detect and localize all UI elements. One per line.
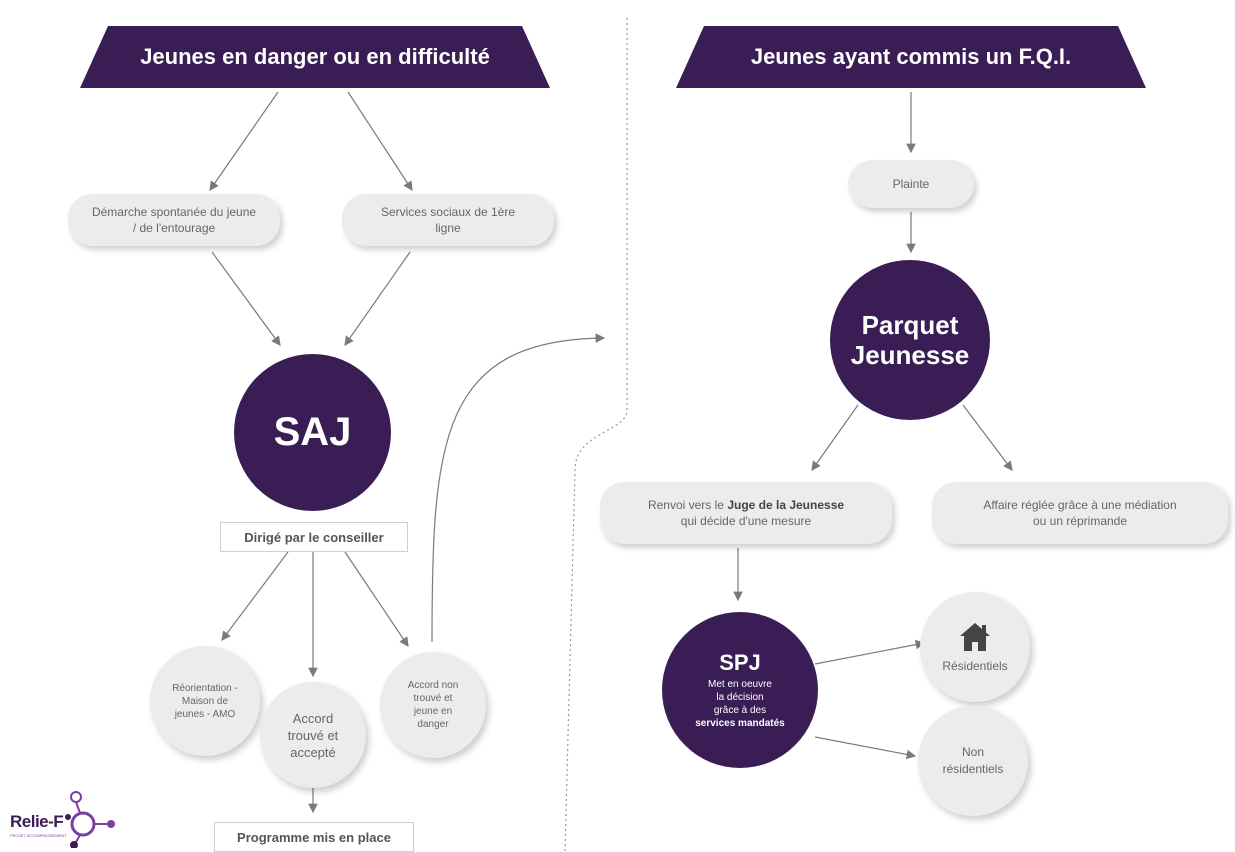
residentiels-circle: Résidentiels	[920, 592, 1030, 702]
right-title-banner: Jeunes ayant commis un F.Q.I.	[676, 26, 1146, 88]
spj-title: SPJ	[719, 650, 761, 675]
accord-non-circle: Accord non trouvé et jeune en danger	[380, 652, 486, 758]
plainte-text: Plainte	[892, 177, 930, 191]
arrow-services-to-saj	[344, 251, 411, 346]
arrow-spj-to-non-residentiels	[814, 736, 917, 760]
renvoi-line2: qui décide d'une mesure	[680, 514, 812, 528]
banner-shape	[676, 26, 1146, 88]
left-title: Jeunes en danger ou en difficulté	[140, 44, 490, 69]
parquet-line2: Jeunesse	[850, 340, 970, 370]
spj-line1: Met en oeuvre	[708, 679, 772, 690]
arrow-spj-to-residentiels	[814, 639, 926, 665]
parquet-circle: Parquet Jeunesse	[830, 260, 990, 420]
spj-bold: services mandatés	[695, 718, 785, 729]
arrow-title-to-services	[347, 91, 413, 192]
programme-box: Programme mis en place	[214, 822, 414, 852]
demarche-pill: Démarche spontanée du jeune / de l'entou…	[68, 194, 280, 246]
banner-shape	[80, 26, 550, 88]
renvoi-pill: Renvoi vers le Juge de la Jeunesse qui d…	[600, 482, 892, 544]
renvoi-bold: Juge de la Jeunesse	[727, 498, 845, 512]
affaire-line2: ou un réprimande	[1032, 514, 1128, 528]
residentiels-text: Résidentiels	[942, 659, 1008, 673]
non-residentiels-circle: Non résidentiels	[918, 706, 1028, 816]
accord-trouve-circle: Accord trouvé et accepté	[260, 682, 366, 788]
divider-line	[564, 18, 628, 851]
renvoi-line1: Renvoi vers le Juge de la Jeunesse	[648, 497, 844, 513]
arrow-demarche-to-saj	[211, 251, 281, 346]
plainte-pill: Plainte	[848, 160, 974, 208]
renvoi-pre: Renvoi vers le	[647, 498, 728, 512]
demarche-text: Démarche spontanée du jeune / de l'entou…	[91, 205, 257, 235]
dirige-box: Dirigé par le conseiller	[220, 522, 408, 552]
right-title: Jeunes ayant commis un F.Q.I.	[750, 44, 1072, 69]
saj-circle: SAJ	[234, 354, 391, 511]
affaire-line1: Affaire réglée grâce à une médiation	[983, 498, 1177, 512]
arrow-parquet-to-affaire	[962, 404, 1013, 471]
programme-label: Programme mis en place	[237, 829, 391, 845]
saj-label: SAJ	[273, 410, 352, 454]
spj-line2: la décision	[716, 692, 764, 703]
accord-trouve-text: Accord trouvé et accepté	[287, 710, 339, 760]
non-residentiels-line1: Non	[961, 745, 984, 759]
arrow-accord-non-to-right	[431, 333, 606, 643]
services-sociaux-pill: Services sociaux de 1ère ligne	[342, 194, 554, 246]
logo-tagline: PROJET ACCOMPAGNEMENT	[10, 833, 67, 838]
non-residentiels-line2: résidentiels	[942, 762, 1004, 776]
arrow-dirige-to-reorientation	[221, 551, 289, 641]
relie-f-logo: Relie-F PROJET ACCOMPAGNEMENT	[10, 786, 120, 848]
reorientation-circle: Réorientation - Maison de jeunes - AMO	[150, 646, 260, 756]
reorientation-text: Réorientation - Maison de jeunes - AMO	[172, 682, 238, 720]
left-title-banner: Jeunes en danger ou en difficulté	[80, 26, 550, 88]
arrow-dirige-to-accord-non	[344, 551, 409, 647]
spj-circle: SPJ Met en oeuvre la décision grâce à de…	[662, 612, 818, 768]
logo-text: Relie-F	[10, 812, 64, 831]
logo-mark	[65, 791, 115, 848]
accord-non-text: Accord non trouvé et jeune en danger	[407, 680, 459, 730]
parquet-line1: Parquet	[861, 310, 959, 340]
dirige-label: Dirigé par le conseiller	[244, 529, 384, 545]
arrow-title-to-demarche	[209, 91, 279, 191]
arrow-parquet-to-renvoi	[811, 404, 859, 471]
services-sociaux-text: Services sociaux de 1ère ligne	[380, 205, 516, 235]
spj-line3: grâce à des	[713, 705, 767, 716]
affaire-pill: Affaire réglée grâce à une médiation ou …	[932, 482, 1228, 544]
house-icon	[960, 623, 990, 651]
